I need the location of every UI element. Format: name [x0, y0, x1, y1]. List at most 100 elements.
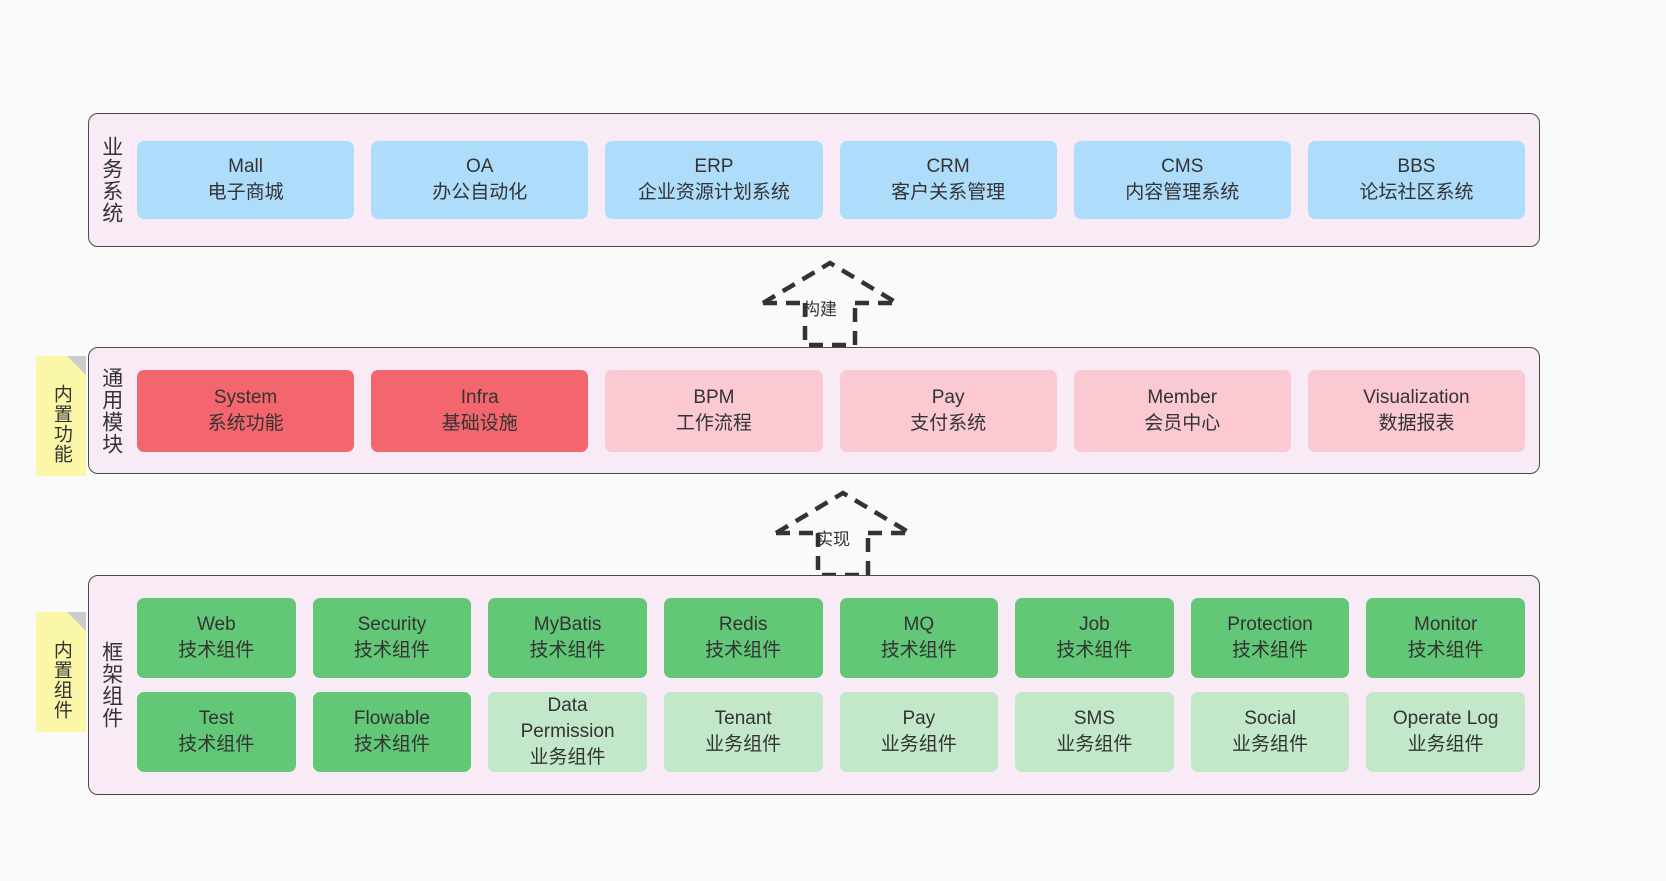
card-mq-name: MQ — [903, 614, 935, 636]
layer-framework-component: 框架组件 Web 技术组件 Security 技术组件 MyBatis 技术组件… — [88, 575, 1540, 795]
framework-card-row-1: Web 技术组件 Security 技术组件 MyBatis 技术组件 Redi… — [137, 598, 1525, 678]
card-system-name: System — [213, 386, 278, 408]
card-system[interactable]: System 系统功能 — [137, 369, 355, 452]
layer-common-title: 通用模块 — [99, 366, 123, 455]
card-bpm[interactable]: BPM 工作流程 — [605, 369, 823, 452]
card-oa-desc: 办公自动化 — [432, 182, 528, 203]
card-flowable[interactable]: Flowable 技术组件 — [312, 692, 472, 772]
layer-framework-body: Web 技术组件 Security 技术组件 MyBatis 技术组件 Redi… — [133, 576, 1539, 794]
card-operate-log[interactable]: Operate Log 业务组件 — [1366, 692, 1525, 772]
card-oa[interactable]: OA 办公自动化 — [371, 141, 589, 219]
card-mq[interactable]: MQ 技术组件 — [839, 598, 999, 678]
layer-business-body: Mall 电子商城 OA 办公自动化 ERP 企业资源计划系统 CRM 客户关系… — [133, 114, 1539, 246]
connector-implement: 实现 — [768, 487, 918, 579]
card-protection[interactable]: Protection 技术组件 — [1190, 598, 1350, 678]
card-infra[interactable]: Infra 基础设施 — [371, 369, 589, 452]
card-crm-name: CRM — [926, 156, 970, 178]
card-social-desc: 业务组件 — [1232, 734, 1309, 755]
card-web-name: Web — [196, 614, 236, 636]
card-bbs[interactable]: BBS 论坛社区系统 — [1307, 141, 1526, 219]
card-mall[interactable]: Mall 电子商城 — [137, 141, 355, 219]
card-cms[interactable]: CMS 内容管理系统 — [1073, 141, 1291, 219]
connector-implement-arrow — [774, 490, 912, 578]
card-security[interactable]: Security 技术组件 — [312, 598, 472, 678]
card-infra-desc: 基础设施 — [441, 412, 518, 434]
card-operate-log-desc: 业务组件 — [1407, 734, 1484, 755]
connector-build-arrow — [761, 260, 899, 348]
card-monitor-name: Monitor — [1414, 614, 1478, 636]
card-security-desc: 技术组件 — [353, 640, 430, 661]
card-member[interactable]: Member 会员中心 — [1073, 369, 1291, 452]
card-redis[interactable]: Redis 技术组件 — [663, 598, 823, 678]
card-redis-name: Redis — [718, 614, 768, 636]
card-erp-desc: 企业资源计划系统 — [637, 182, 790, 203]
card-web[interactable]: Web 技术组件 — [137, 598, 296, 678]
layer-framework-title: 框架组件 — [99, 641, 123, 729]
card-bpm-desc: 工作流程 — [675, 412, 752, 434]
card-bbs-name: BBS — [1397, 156, 1436, 178]
note-builtin-component: 内置组件 — [36, 612, 86, 732]
card-mall-name: Mall — [228, 156, 263, 178]
card-redis-desc: 技术组件 — [705, 640, 782, 661]
card-crm[interactable]: CRM 客户关系管理 — [839, 141, 1057, 219]
layer-common-body: System 系统功能 Infra 基础设施 BPM 工作流程 Pay 支付系统… — [133, 348, 1539, 473]
card-erp[interactable]: ERP 企业资源计划系统 — [605, 141, 823, 219]
card-test-desc: 技术组件 — [178, 734, 255, 755]
common-card-row: System 系统功能 Infra 基础设施 BPM 工作流程 Pay 支付系统… — [137, 369, 1526, 452]
card-test[interactable]: Test 技术组件 — [137, 692, 296, 772]
card-sms-name: SMS — [1073, 708, 1116, 730]
card-data-permission[interactable]: Data Permission 业务组件 — [488, 692, 647, 772]
card-protection-desc: 技术组件 — [1232, 640, 1309, 661]
card-mq-desc: 技术组件 — [880, 640, 957, 661]
card-visualization-desc: 数据报表 — [1378, 412, 1455, 434]
layer-common-module: 通用模块 System 系统功能 Infra 基础设施 BPM 工作流程 Pay — [88, 347, 1540, 474]
connector-build-label: 构建 — [803, 300, 837, 319]
card-erp-name: ERP — [694, 156, 734, 178]
card-cms-name: CMS — [1161, 156, 1204, 178]
card-security-name: Security — [357, 614, 427, 636]
card-test-name: Test — [198, 708, 234, 730]
card-member-desc: 会员中心 — [1144, 412, 1221, 434]
card-cms-desc: 内容管理系统 — [1125, 182, 1240, 203]
card-flowable-name: Flowable — [353, 708, 430, 730]
card-data-permission-name: Data — [547, 695, 588, 717]
card-tenant-name: Tenant — [714, 708, 772, 730]
card-visualization[interactable]: Visualization 数据报表 — [1307, 369, 1526, 452]
card-operate-log-name: Operate Log — [1392, 708, 1499, 730]
card-bpm-name: BPM — [693, 386, 735, 408]
layer-business-system: 业务系统 Mall 电子商城 OA 办公自动化 ERP 企业资源计划系统 CRM — [88, 113, 1540, 247]
card-infra-name: Infra — [460, 386, 499, 408]
card-bbs-desc: 论坛社区系统 — [1359, 182, 1474, 203]
card-job-name: Job — [1079, 614, 1110, 636]
card-pay-component-desc: 业务组件 — [880, 734, 957, 755]
card-system-desc: 系统功能 — [207, 412, 284, 434]
note-builtin-feature-text: 内置功能 — [50, 384, 72, 464]
layer-business-title: 业务系统 — [99, 136, 123, 224]
card-pay-module-name: Pay — [931, 386, 965, 408]
card-social[interactable]: Social 业务组件 — [1190, 692, 1350, 772]
card-crm-desc: 客户关系管理 — [891, 182, 1006, 203]
card-monitor[interactable]: Monitor 技术组件 — [1366, 598, 1525, 678]
card-pay-component-name: Pay — [902, 708, 936, 730]
framework-card-row-2: Test 技术组件 Flowable 技术组件 Data Permission … — [137, 692, 1525, 772]
card-sms[interactable]: SMS 业务组件 — [1015, 692, 1174, 772]
card-mybatis-name: MyBatis — [533, 614, 602, 636]
card-web-desc: 技术组件 — [178, 640, 255, 661]
card-mybatis-desc: 技术组件 — [529, 640, 606, 661]
card-pay-component[interactable]: Pay 业务组件 — [839, 692, 999, 772]
business-card-row: Mall 电子商城 OA 办公自动化 ERP 企业资源计划系统 CRM 客户关系… — [137, 141, 1526, 219]
card-tenant-desc: 业务组件 — [705, 734, 782, 755]
connector-build: 构建 — [755, 257, 905, 349]
card-tenant[interactable]: Tenant 业务组件 — [663, 692, 823, 772]
card-flowable-desc: 技术组件 — [353, 734, 430, 755]
card-mybatis[interactable]: MyBatis 技术组件 — [488, 598, 647, 678]
card-visualization-name: Visualization — [1363, 386, 1470, 408]
note-builtin-component-text: 内置组件 — [50, 640, 72, 720]
card-data-permission-name2: Permission — [520, 721, 615, 743]
card-monitor-desc: 技术组件 — [1407, 640, 1484, 661]
note-fold-corner-icon — [67, 356, 86, 375]
card-job-desc: 技术组件 — [1056, 640, 1133, 661]
card-pay-module[interactable]: Pay 支付系统 — [839, 369, 1057, 452]
card-job[interactable]: Job 技术组件 — [1015, 598, 1174, 678]
